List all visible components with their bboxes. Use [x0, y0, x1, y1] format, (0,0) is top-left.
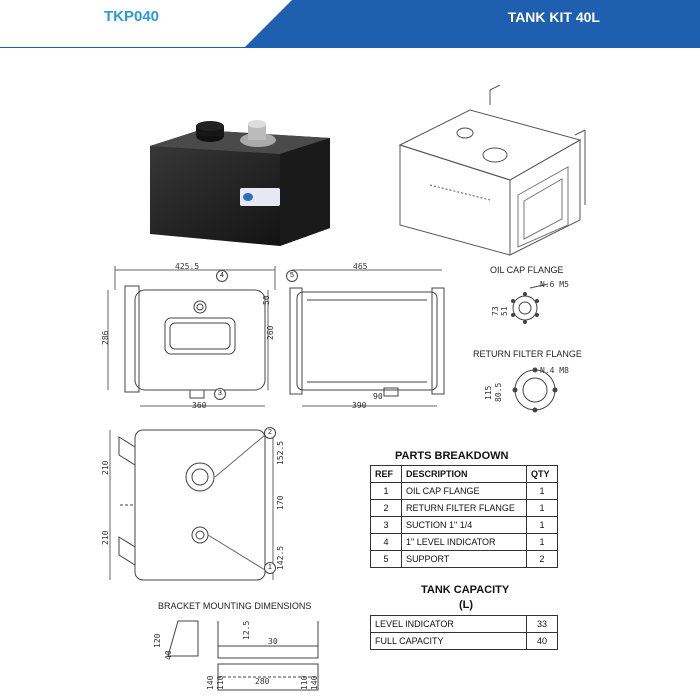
top-right-a: 152.5	[276, 440, 285, 465]
top-left-b: 210	[101, 530, 110, 545]
front-inner-height: 260	[266, 325, 275, 340]
parts-header-qty: QTY	[526, 465, 558, 483]
capacity-value: 40	[526, 632, 558, 650]
part-ref: 2	[370, 499, 402, 517]
oil-cap-flange-drawing	[511, 283, 549, 324]
bracket-b5: 140	[310, 675, 319, 690]
oil-cap-d1: 73	[491, 306, 500, 316]
parts-header-row: REF DESCRIPTION QTY	[370, 465, 558, 483]
bracket-h1: 120	[153, 633, 162, 648]
front-width-bottom: 360	[192, 401, 207, 410]
return-filter-flange-title: RETURN FILTER FLANGE	[473, 349, 582, 359]
part-ref: 1	[370, 482, 402, 500]
header: TKP040 TANK KIT 40L	[0, 0, 700, 48]
parts-title: PARTS BREAKDOWN	[395, 450, 509, 462]
bracket-h2: 40	[164, 650, 173, 660]
part-desc: 1" LEVEL INDICATOR	[401, 533, 527, 551]
part-qty: 1	[526, 533, 558, 551]
front-height: 286	[101, 330, 110, 345]
table-row: 5 SUPPORT 2	[370, 550, 558, 568]
part-qty: 2	[526, 550, 558, 568]
side-view-drawing	[289, 269, 445, 407]
callout-2: 2	[264, 427, 276, 439]
capacity-unit: (L)	[459, 599, 474, 611]
product-code: TKP040	[104, 8, 160, 25]
part-qty: 1	[526, 482, 558, 500]
callout-1: 1	[264, 562, 276, 574]
parts-header-ref: REF	[370, 465, 402, 483]
parts-header-desc: DESCRIPTION	[401, 465, 527, 483]
bracket-title: BRACKET MOUNTING DIMENSIONS	[158, 601, 312, 611]
return-note: N.4 M8	[540, 366, 569, 375]
oil-cap-note: N.6 M5	[540, 280, 569, 289]
part-ref: 5	[370, 550, 402, 568]
top-right-c: 142.5	[276, 545, 285, 570]
callout-5: 5	[286, 270, 298, 282]
table-row: 2 RETURN FILTER FLANGE 1	[370, 499, 558, 517]
part-desc: SUPPORT	[401, 550, 527, 568]
header-banner	[0, 0, 700, 48]
table-row: 3 SUCTION 1" 1/4 1	[370, 516, 558, 534]
bracket-b1: 110	[216, 675, 225, 690]
capacity-label: FULL CAPACITY	[370, 632, 527, 650]
side-width-top: 465	[353, 262, 368, 271]
front-view-drawing	[107, 266, 276, 407]
table-row: 4 1" LEVEL INDICATOR 1	[370, 533, 558, 551]
return-d1: 115	[484, 385, 493, 400]
callout-4: 4	[216, 270, 228, 282]
product-title: TANK KIT 40L	[507, 9, 600, 25]
return-d2: 80.5	[494, 382, 503, 402]
table-row: FULL CAPACITY 40	[370, 632, 558, 650]
part-ref: 3	[370, 516, 402, 534]
part-desc: OIL CAP FLANGE	[401, 482, 527, 500]
part-qty: 1	[526, 499, 558, 517]
oil-cap-flange-title: OIL CAP FLANGE	[490, 265, 564, 275]
bracket-b4: 110	[300, 675, 309, 690]
table-row: 1 OIL CAP FLANGE 1	[370, 482, 558, 500]
table-row: LEVEL INDICATOR 33	[370, 615, 558, 633]
tank-isometric-drawing	[398, 85, 586, 256]
capacity-label: LEVEL INDICATOR	[370, 615, 527, 633]
front-width-top: 425.5	[175, 262, 200, 271]
capacity-title: TANK CAPACITY	[421, 584, 510, 596]
part-ref: 4	[370, 533, 402, 551]
bracket-drawing	[167, 620, 319, 691]
return-filter-flange-drawing	[512, 367, 558, 413]
bracket-b2: 140	[206, 675, 215, 690]
front-top-offset: 50	[262, 295, 271, 305]
part-qty: 1	[526, 516, 558, 534]
bracket-d2: 30	[268, 637, 278, 646]
part-desc: SUCTION 1" 1/4	[401, 516, 527, 534]
bracket-d1: 12.5	[242, 620, 251, 640]
tank-photo	[150, 120, 330, 246]
top-right-b: 170	[276, 495, 285, 510]
callout-3: 3	[214, 388, 226, 400]
top-view-drawing	[109, 429, 274, 581]
side-port-offset: 90	[373, 392, 383, 401]
capacity-value: 33	[526, 615, 558, 633]
side-width-bottom: 390	[352, 401, 367, 410]
bracket-b3: 280	[255, 677, 270, 686]
parts-table: REF DESCRIPTION QTY 1 OIL CAP FLANGE 1 2…	[370, 465, 558, 568]
capacity-table: LEVEL INDICATOR 33 FULL CAPACITY 40	[370, 615, 558, 650]
top-left-a: 210	[101, 460, 110, 475]
oil-cap-d2: 51	[500, 306, 509, 316]
part-desc: RETURN FILTER FLANGE	[401, 499, 527, 517]
